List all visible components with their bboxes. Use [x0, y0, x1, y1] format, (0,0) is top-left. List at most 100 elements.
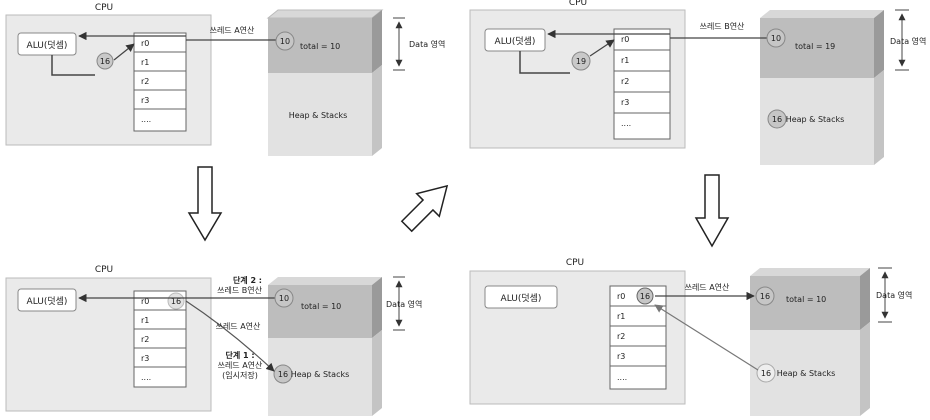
register-r3: r3	[617, 352, 625, 361]
heap-box	[268, 73, 372, 156]
register-r1: r1	[141, 316, 149, 325]
heap-circle-value: 16	[772, 115, 782, 124]
data-circle	[766, 28, 786, 48]
alu-output-path	[519, 51, 570, 74]
cpu-label: CPU	[569, 0, 587, 8]
r0-overlay-value: 16	[640, 292, 650, 301]
down-arrow-icon	[694, 174, 730, 248]
data-circle	[274, 288, 294, 308]
data-box-side	[372, 277, 382, 338]
heap-label: Heap & Stacks	[289, 111, 348, 120]
register-r3: r3	[141, 354, 149, 363]
load-arrow	[654, 304, 759, 371]
register-more: ....	[617, 373, 627, 382]
step1-text: 쓰레드 A연산	[218, 360, 263, 370]
step1-title: 단계 1 :	[225, 350, 254, 360]
heap-label: Heap & Stacks	[786, 115, 845, 124]
data-box-side	[874, 10, 884, 78]
heap-circle	[273, 364, 293, 384]
down-arrow-icon	[187, 166, 223, 242]
heap-circle-value: 16	[761, 369, 771, 378]
data-box-top	[760, 10, 884, 18]
alu-box	[484, 28, 546, 52]
data-circle-value: 10	[280, 37, 290, 46]
panel-1: CPU ALU(덧셈) r0 r1 r2 r3 .... 16 Heap & S…	[5, 3, 445, 156]
data-circle	[275, 31, 295, 51]
heap-circle-value: 16	[278, 370, 288, 379]
data-circle-value: 10	[771, 34, 781, 43]
register-r0: r0	[617, 292, 625, 301]
register-table: r0 r1 r2 r3 ....	[613, 28, 671, 140]
alu-box	[17, 32, 77, 56]
data-box	[760, 18, 874, 78]
register-r2: r2	[141, 335, 149, 344]
register-more: ....	[141, 373, 151, 382]
total-text: total = 10	[300, 42, 340, 51]
heap-circle	[756, 363, 776, 383]
register-r0: r0	[141, 297, 149, 306]
data-area-label: Data 영역	[890, 36, 926, 46]
annotation-top: 쓰레드 A연산	[685, 282, 730, 292]
heap-box-side	[372, 330, 382, 416]
cpu-label: CPU	[95, 3, 113, 13]
register-r1: r1	[141, 58, 149, 67]
to-register-arrow	[589, 39, 615, 57]
annotation-top: 쓰레드 B연산	[700, 21, 745, 31]
alu-label: ALU(덧셈)	[27, 295, 68, 307]
data-box-top	[750, 268, 870, 276]
diagonal-arrow-icon	[400, 184, 449, 233]
panel-2: CPU ALU(덧셈) r0 r1 r2 r3 .... 19 16 Heap …	[469, 0, 926, 165]
r0-overlay-circle	[167, 292, 185, 310]
panel-4: CPU ALU(덧셈) r0 r1 r2 r3 .... 16 16 Heap …	[469, 258, 912, 416]
panel-3: CPU ALU(덧셈) r0 r1 r2 r3 .... 16 16 Heap …	[5, 265, 422, 416]
total-text: total = 10	[301, 302, 341, 311]
heap-box-side	[874, 70, 884, 165]
heap-circle	[767, 109, 787, 129]
register-more: ....	[141, 115, 151, 124]
data-circle-value: 16	[760, 292, 770, 301]
alu-circle-value: 16	[100, 57, 110, 66]
register-r1: r1	[621, 56, 629, 65]
alu-label: ALU(덧셈)	[501, 292, 542, 304]
annotation-top: 쓰레드 A연산	[210, 25, 255, 35]
data-area-label: Data 영역	[386, 299, 422, 309]
cpu-label: CPU	[95, 265, 113, 275]
cpu-label: CPU	[566, 258, 584, 268]
heap-label: Heap & Stacks	[291, 370, 350, 379]
register-r3: r3	[621, 98, 629, 107]
register-table: r0 r1 r2 r3 ....	[609, 285, 667, 390]
alu-label: ALU(덧셈)	[495, 35, 536, 47]
register-r1: r1	[617, 312, 625, 321]
data-circle	[755, 286, 775, 306]
data-box-top	[266, 9, 384, 19]
data-circle-value: 10	[279, 294, 289, 303]
data-area-label: Data 영역	[409, 39, 445, 49]
heap-box-side	[372, 65, 382, 156]
register-r0: r0	[621, 35, 629, 44]
register-r2: r2	[141, 77, 149, 86]
register-table: r0 r1 r2 r3 ....	[133, 32, 187, 132]
temp-store-arrow	[185, 300, 275, 372]
alu-label: ALU(덧셈)	[27, 39, 68, 51]
step1-note: (임시저장)	[222, 370, 258, 380]
to-register-arrow	[113, 43, 135, 61]
step2-title: 단계 2 :	[233, 275, 262, 285]
alu-box	[17, 288, 77, 312]
register-r2: r2	[617, 332, 625, 341]
heap-box-side	[860, 322, 870, 416]
total-text: total = 10	[786, 295, 826, 304]
alu-box	[484, 285, 558, 309]
data-box-side	[372, 10, 382, 73]
annotation-mid: 쓰레드 A연산	[216, 321, 261, 331]
value-circle	[96, 52, 114, 70]
register-r3: r3	[141, 96, 149, 105]
register-more: ....	[621, 119, 631, 128]
total-text: total = 19	[795, 42, 835, 51]
register-r2: r2	[621, 77, 629, 86]
value-circle	[571, 51, 591, 71]
r0-overlay-value: 16	[171, 297, 181, 306]
alu-output-path	[51, 55, 95, 76]
data-box-side	[860, 268, 870, 330]
